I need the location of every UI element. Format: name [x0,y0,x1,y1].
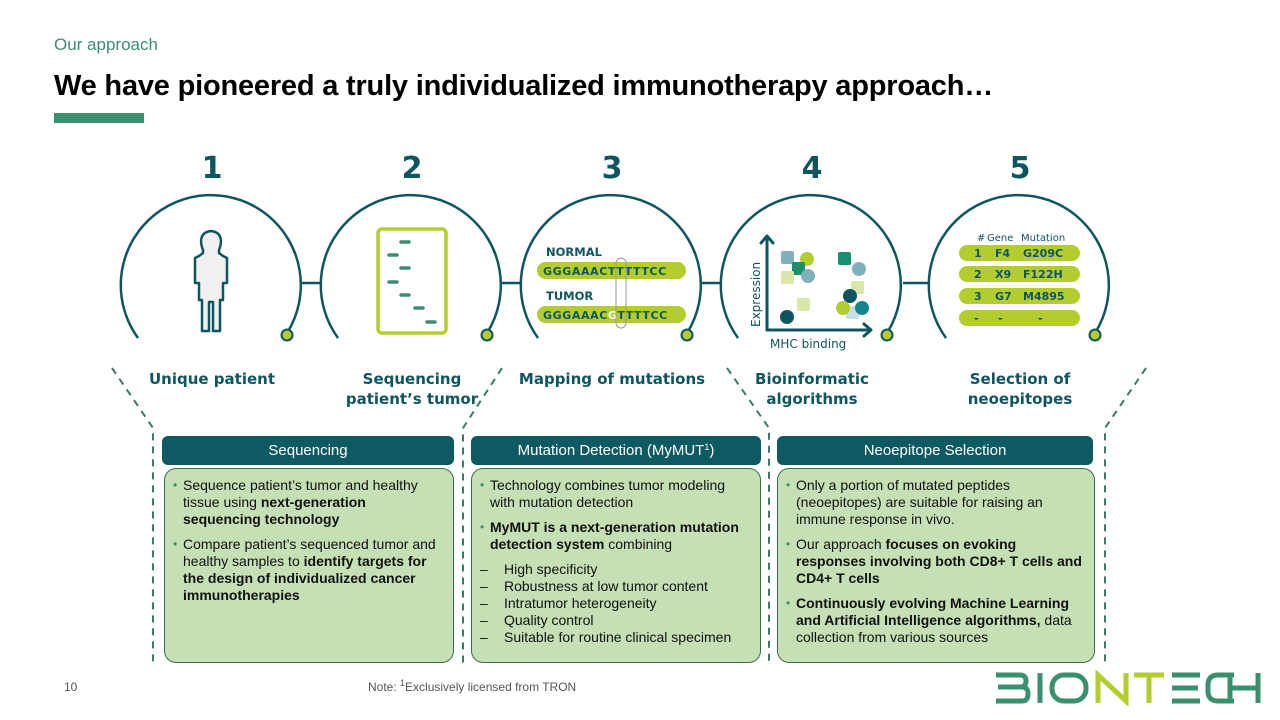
step-1-end-dot [280,328,294,342]
svg-text:F4: F4 [995,247,1011,260]
step-2-arc [319,193,502,339]
dash-item: Intratumor heterogeneity [480,595,750,612]
svg-text:-: - [974,312,979,325]
bullet-item: Only a portion of mutated peptides (neoe… [786,477,1084,528]
logo-letter-t [1134,672,1164,703]
dash-item: Robustness at low tumor content [480,578,750,595]
normal-label: NORMAL [546,245,603,259]
logo-letter-n [1095,670,1129,707]
step-4-label-line1: Bioinformatic [755,370,869,388]
guide-mid-left [462,367,503,665]
page-number: 10 [64,680,78,694]
step-1-arc [119,193,302,339]
logo-letter-b [996,672,1031,704]
step-5-arc [927,193,1110,339]
column-header-sequencing: Sequencing [162,436,454,465]
svg-text:G209C: G209C [1023,247,1063,260]
step-3-label: Mapping of mutations [519,370,705,388]
column-header-mutation-detection: Mutation Detection (MyMUT1) [471,436,761,465]
bullet-item: Sequence patient’s tumor and healthy tis… [173,477,443,528]
step-2-label-line1: Sequencing [363,370,462,388]
x-axis-label: MHC binding [770,337,846,351]
logo-letter-o [1049,672,1089,704]
table-row-4: - - - [959,310,1080,326]
bullet-item: MyMUT is a next-generation mutation dete… [480,519,750,553]
svg-text:2: 2 [974,268,982,281]
bullet-item: Technology combines tumor modeling with … [480,477,750,511]
dash-item: Suitable for routine clinical specimen [480,629,750,646]
page-title: We have pioneered a truly individualized… [54,70,994,102]
step-1-label: Unique patient [149,370,275,388]
logo-letter-e [1172,672,1200,704]
step-5-end-dot [1088,328,1102,342]
svg-text:M4895: M4895 [1023,290,1065,303]
table-row-2: 2 X9 F122H [959,266,1080,282]
title-accent-bar [54,113,144,123]
x-axis-arrow [862,322,873,338]
step-2-end-dot [480,328,494,342]
normal-sequence: GGGAAACTTTTTCC [543,265,667,278]
step-1-number: 1 [202,151,223,186]
bullet-item: Compare patient’s sequenced tumor and he… [173,536,443,604]
dashed-guides [111,367,1147,665]
tumor-label: TUMOR [546,289,593,303]
svg-text:-: - [1038,312,1043,325]
step-2-label-line2: patient’s tumor [346,390,479,408]
step-4-end-dot [880,328,894,342]
svg-text:F122H: F122H [1023,268,1063,281]
step-arcs [119,193,1110,339]
step-5-label-line2: neoepitopes [968,390,1073,408]
person-icon [193,229,229,333]
column-box-mutation-detection: Technology combines tumor modeling with … [471,468,761,663]
logo-letter-h [1227,673,1261,703]
tumor-sequence: GGGAAACGTTTTCC [543,309,668,322]
table-header-mutation: Mutation [1021,233,1065,244]
section-kicker: Our approach [54,35,158,54]
y-axis-arrow [759,234,775,245]
tumor-seq-pill [537,306,686,323]
svg-text:1: 1 [974,247,982,260]
column-box-sequencing: Sequence patient’s tumor and healthy tis… [164,468,454,663]
table-row-3: 3 G7 M4895 [959,288,1080,304]
footnote: Note: 1Exclusively licensed from TRON [368,678,577,695]
scatter-points [780,251,869,324]
y-axis-label: Expression [749,262,763,327]
table-header-gene: Gene [987,233,1013,244]
step-3-arc [519,193,702,339]
svg-text:X9: X9 [995,268,1011,281]
dash-item: High specificity [480,561,750,578]
step-4-arc [719,193,902,339]
table-header-rank: # [977,233,985,244]
svg-text:-: - [998,312,1003,325]
step-2-number: 2 [402,151,423,186]
step-4-label-line2: algorithms [766,390,857,408]
table-row-1: 1 F4 G209C [959,245,1080,261]
step-3-number: 3 [602,151,623,186]
svg-text:G7: G7 [995,290,1012,303]
logo-letter-c [1205,672,1234,704]
step-5-number: 5 [1010,151,1031,186]
scatter-plot-icon: Expression MHC binding [749,234,873,351]
step-5-label-line1: Selection of [970,370,1071,388]
dash-item: Quality control [480,612,750,629]
step-3-end-dot [680,328,694,342]
guide-right [1104,367,1147,665]
mutation-highlight-frame [615,257,627,329]
svg-text:3: 3 [974,290,982,303]
guide-left [111,367,154,665]
bullet-item: Our approach focuses on evoking response… [786,536,1084,587]
normal-seq-pill [537,262,686,279]
step-4-number: 4 [802,151,823,186]
arc-end-dots [280,328,1102,342]
biontech-logo [996,670,1261,707]
column-box-neoepitope-selection: Only a portion of mutated peptides (neoe… [777,468,1095,663]
bullet-item: Continuously evolving Machine Learning a… [786,595,1084,646]
sequence-alignment-icon: NORMAL GGGAAACTTTTTCC TUMOR GGGAAACGTTTT… [537,245,686,329]
ranking-table-icon: # Gene Mutation 1 F4 G209C 2 X9 F122H 3 … [959,233,1080,326]
column-header-neoepitope-selection: Neoepitope Selection [777,436,1093,465]
sequencing-gel-icon [376,227,448,335]
